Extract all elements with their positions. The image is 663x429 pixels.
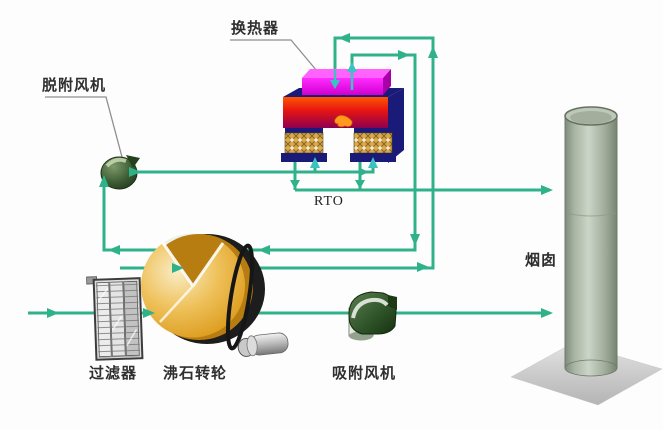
arrow-into-chimney-upper: [541, 185, 553, 195]
arrow-hx-loop-right: [398, 50, 410, 60]
heat-exchanger-front-face: [302, 78, 383, 95]
pipe-desorption-fan-to-rto: [125, 158, 375, 174]
bed-top-strip: [354, 128, 392, 133]
filter-label: 过滤器: [89, 365, 138, 382]
arrow-fan-outlet: [129, 167, 141, 177]
arrow-up-to-hx-corner: [417, 262, 429, 272]
filter-highlights: [97, 287, 138, 347]
bed-ceramic-media: [284, 132, 324, 154]
filter-slats: [95, 280, 141, 358]
chimney-label: 烟囱: [525, 252, 558, 269]
zeolite-rotor: [140, 234, 265, 344]
arrow-bed-inlet-right: [368, 157, 378, 168]
pipe-rotor-to-heat-exchanger: [120, 36, 435, 270]
arrow-bed-outlet-left: [290, 180, 300, 189]
filter-unit: [86, 276, 144, 361]
arrow-into-rotor-cooling: [172, 263, 184, 273]
desorption-fan-highlight: [105, 157, 127, 168]
rotor-wedge-edges: [161, 242, 225, 287]
drive-belt: [225, 243, 255, 351]
arrow-hx-inlet: [330, 80, 340, 89]
desorption-fan-outlet-vane: [126, 155, 140, 168]
heat-exchanger-right-face: [383, 69, 391, 95]
heat-exchanger-label: 换热器: [231, 20, 280, 37]
adsorption-fan-outlet-tab: [388, 295, 397, 310]
chimney-body: [564, 115, 618, 369]
arrow-into-rotor-desorption: [258, 245, 270, 255]
adsorption-fan-unit: [348, 291, 397, 341]
bed-ceramic-media: [353, 132, 393, 154]
heat-exchanger-top-face: [302, 69, 391, 78]
zeolite-wheel-label: 沸石转轮: [163, 365, 228, 382]
adsorption-fan-label: 吸附风机: [332, 365, 397, 382]
rto-unit: [281, 69, 404, 163]
bed-base: [281, 153, 327, 162]
motor-cap: [246, 335, 258, 357]
arrow-to-desorption-fan-corner: [108, 245, 120, 255]
arrow-down-to-rotor-line: [410, 234, 420, 246]
burner-flame-icon: [334, 114, 353, 128]
arrow-into-rotor-main: [143, 308, 155, 318]
chimney: [564, 106, 618, 377]
ceramic-bed-right: [350, 128, 396, 162]
desorption-fan-label: 脱附风机: [42, 77, 107, 94]
arrow-left-top-line: [338, 33, 350, 43]
rto-label: RTO: [314, 194, 344, 209]
label-pointer-lines: [45, 39, 318, 158]
chimney-top-opening: [570, 111, 612, 124]
label-pointer-desorption-fan: [45, 96, 123, 158]
label-pointer-heat-exchanger: [230, 39, 318, 72]
adsorption-fan-highlight: [351, 297, 389, 319]
rotor-spoke: [159, 285, 194, 323]
heat-exchanger-box: [302, 69, 391, 95]
arrow-into-chimney-lower: [541, 308, 553, 318]
chimney-seam: [565, 212, 617, 217]
chimney-bottom: [564, 359, 618, 377]
arrow-up-top-line: [428, 46, 438, 58]
ceramic-bed-left: [281, 128, 327, 162]
arrow-before-rto-inlet: [360, 168, 369, 176]
flow-arrows: [47, 33, 553, 318]
arrow-main-inlet: [47, 308, 59, 318]
arrow-bed-outlet-right: [355, 180, 365, 189]
rotor-motor: [237, 332, 289, 357]
port-arrows: [310, 62, 378, 168]
arrow-bed-inlet-left: [310, 157, 320, 168]
arrow-hx-outlet: [347, 62, 357, 72]
pipe-hx-to-rotor-desorption: [102, 53, 417, 252]
arrow-up-into-fan: [99, 175, 109, 187]
bed-top-strip: [285, 128, 323, 133]
desorption-fan-unit: [100, 155, 140, 190]
